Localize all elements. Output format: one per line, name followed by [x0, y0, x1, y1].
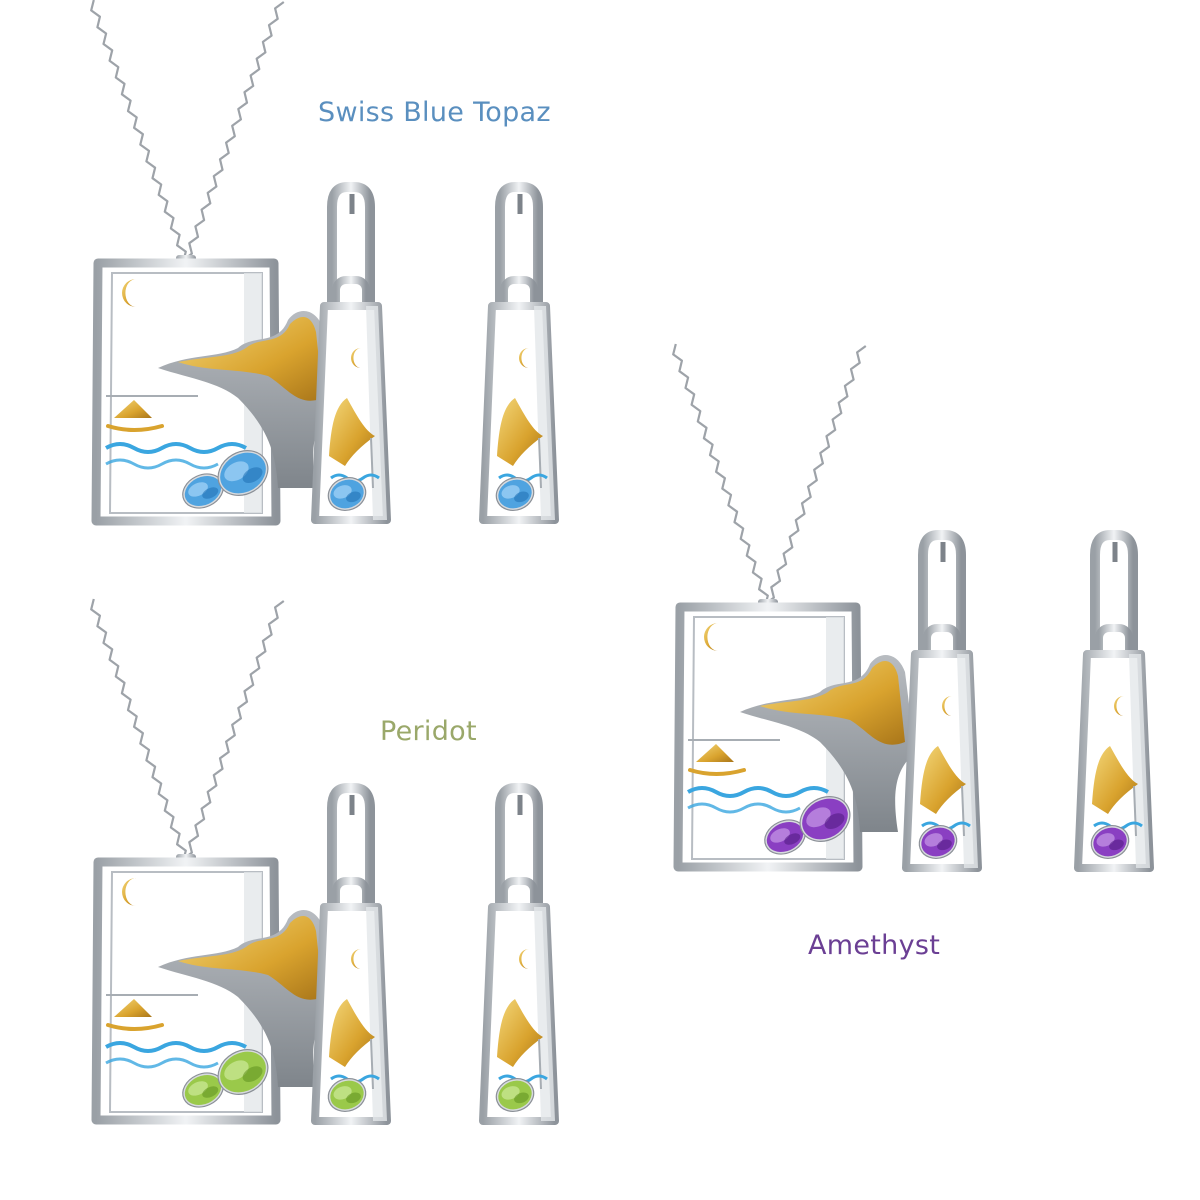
hoop	[327, 182, 375, 312]
gold-cliff	[497, 999, 543, 1067]
moon	[519, 348, 529, 368]
gemstone	[918, 825, 958, 859]
moon	[942, 696, 952, 716]
set-swiss-blue-topaz	[90, 0, 559, 526]
moon	[1114, 696, 1124, 716]
gold-cliff	[920, 746, 966, 814]
set-peridot	[90, 598, 559, 1125]
gold-cliff	[178, 317, 323, 401]
gemstone	[327, 1078, 367, 1112]
earring	[311, 182, 391, 524]
boat-hull	[106, 1023, 164, 1031]
gemstone	[1090, 825, 1130, 859]
boat-sail	[114, 400, 152, 418]
pendant	[672, 343, 915, 872]
boat-hull	[106, 424, 164, 432]
wave	[687, 786, 829, 798]
earring	[902, 530, 982, 872]
boat-sail	[696, 744, 734, 762]
chain-link	[672, 343, 769, 607]
pendant	[90, 0, 333, 526]
hoop	[327, 783, 375, 913]
hoop	[918, 530, 966, 660]
hoop	[495, 783, 543, 913]
moon	[351, 949, 361, 969]
chain-link	[182, 1, 285, 261]
gold-cliff	[329, 999, 375, 1067]
chain-link	[90, 0, 187, 263]
earring	[1074, 530, 1154, 872]
gold-cliff	[760, 661, 905, 745]
boat-sail	[114, 999, 152, 1017]
chain-link	[764, 345, 867, 605]
wave	[105, 1057, 219, 1069]
wave	[105, 442, 247, 454]
gemstone	[495, 1078, 535, 1112]
label-peridot: Peridot	[380, 716, 477, 747]
gold-cliff	[178, 916, 323, 1000]
hoop	[495, 182, 543, 312]
gemstone	[327, 477, 367, 511]
moon	[519, 949, 529, 969]
moon	[122, 877, 136, 907]
earring	[479, 783, 559, 1125]
boat-hull	[688, 768, 746, 776]
label-amethyst: Amethyst	[808, 930, 941, 961]
chain-link	[182, 600, 285, 860]
wave	[105, 458, 219, 470]
earring	[479, 182, 559, 524]
gemstone	[182, 473, 224, 509]
gemstone	[182, 1072, 224, 1108]
hoop	[1090, 530, 1138, 660]
moon	[122, 279, 136, 307]
wave	[105, 1041, 247, 1053]
set-amethyst	[672, 343, 1154, 872]
gemstone	[217, 1049, 269, 1095]
gemstone	[217, 450, 269, 496]
moon	[351, 348, 361, 368]
label-swiss-blue-topaz: Swiss Blue Topaz	[318, 97, 551, 128]
chain-link	[90, 598, 187, 862]
gemstone	[764, 819, 806, 855]
gold-cliff	[1092, 746, 1138, 814]
pendant	[90, 598, 333, 1125]
wave	[687, 802, 801, 814]
earring	[311, 783, 391, 1125]
gold-cliff	[329, 398, 375, 466]
moon	[704, 623, 718, 651]
gemstone	[799, 796, 851, 842]
gold-cliff	[497, 398, 543, 466]
gemstone	[495, 477, 535, 511]
